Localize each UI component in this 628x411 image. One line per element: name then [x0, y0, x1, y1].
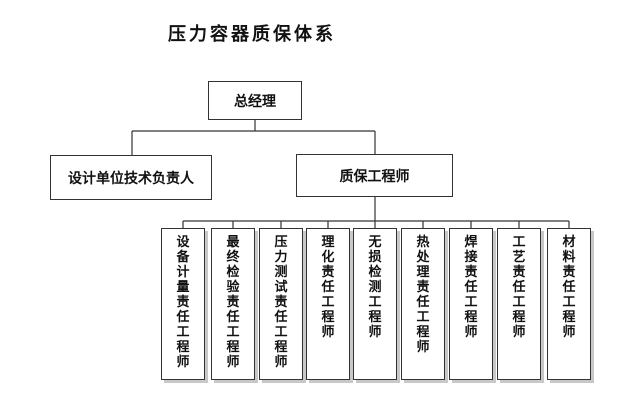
- engineer-label-process: 工艺责任工程师: [512, 235, 526, 340]
- general-manager-box: 总经理: [208, 81, 302, 120]
- engineer-label-welding: 焊接责任工程师: [464, 235, 478, 340]
- engineer-box-final-inspection: 最终检验责任工程师: [211, 228, 255, 380]
- technical-lead-box: 设计单位技术负责人: [50, 155, 212, 200]
- engineer-box-welding: 焊接责任工程师: [449, 228, 493, 380]
- general-manager-label: 总经理: [234, 93, 276, 110]
- qa-engineer-label: 质保工程师: [339, 168, 410, 185]
- engineer-box-materials: 材料责任工程师: [547, 228, 591, 380]
- engineer-box-metrology: 设备计量责任工程师: [161, 228, 205, 380]
- engineer-label-metrology: 设备计量责任工程师: [176, 235, 190, 370]
- engineer-label-final-inspection: 最终检验责任工程师: [226, 235, 240, 370]
- engineer-box-ndt: 无损检测工程师: [353, 228, 397, 380]
- qa-engineer-box: 质保工程师: [296, 154, 453, 197]
- engineer-label-physicochemical: 理化责任工程师: [321, 235, 335, 340]
- engineer-box-pressure-test: 压力测试责任工程师: [259, 228, 303, 380]
- chart-title: 压力容器质保体系: [168, 24, 336, 45]
- engineer-label-materials: 材料责任工程师: [562, 235, 576, 340]
- engineer-label-pressure-test: 压力测试责任工程师: [274, 235, 288, 370]
- engineer-label-heat-treatment: 热处理责任工程师: [416, 235, 430, 355]
- technical-lead-label: 设计单位技术负责人: [68, 170, 194, 187]
- engineer-box-heat-treatment: 热处理责任工程师: [401, 228, 445, 380]
- engineer-box-process: 工艺责任工程师: [497, 228, 541, 380]
- engineer-label-ndt: 无损检测工程师: [368, 235, 382, 340]
- engineer-box-physicochemical: 理化责任工程师: [306, 228, 350, 380]
